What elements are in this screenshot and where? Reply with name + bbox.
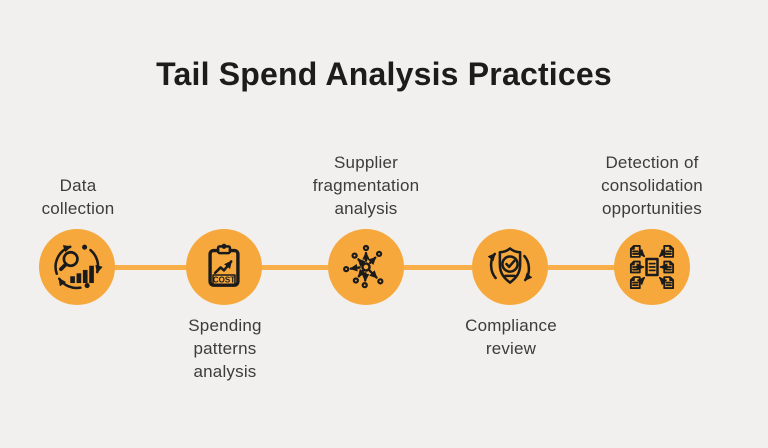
step-circle [614,229,690,305]
step-circle [328,229,404,305]
supplier-fragmentation-icon [343,244,384,289]
cost-clipboard-icon: COST [208,243,240,287]
document-consolidation-icon [629,244,675,290]
data-collection-icon [54,244,103,290]
svg-text:COST: COST [213,276,235,285]
step-label: Data collection [41,176,115,218]
page-title: Tail Spend Analysis Practices [156,56,612,92]
step-circle [39,229,115,305]
step-label: Spending patterns analysis [188,316,262,381]
step-label: Supplier fragmentation analysis [312,153,420,218]
compliance-shield-icon [487,247,533,284]
step-label: Detection of consolidation opportunities [601,153,703,218]
step-label: Compliance review [465,316,557,358]
step-circle: COST [186,229,262,305]
step-circle [472,229,548,305]
